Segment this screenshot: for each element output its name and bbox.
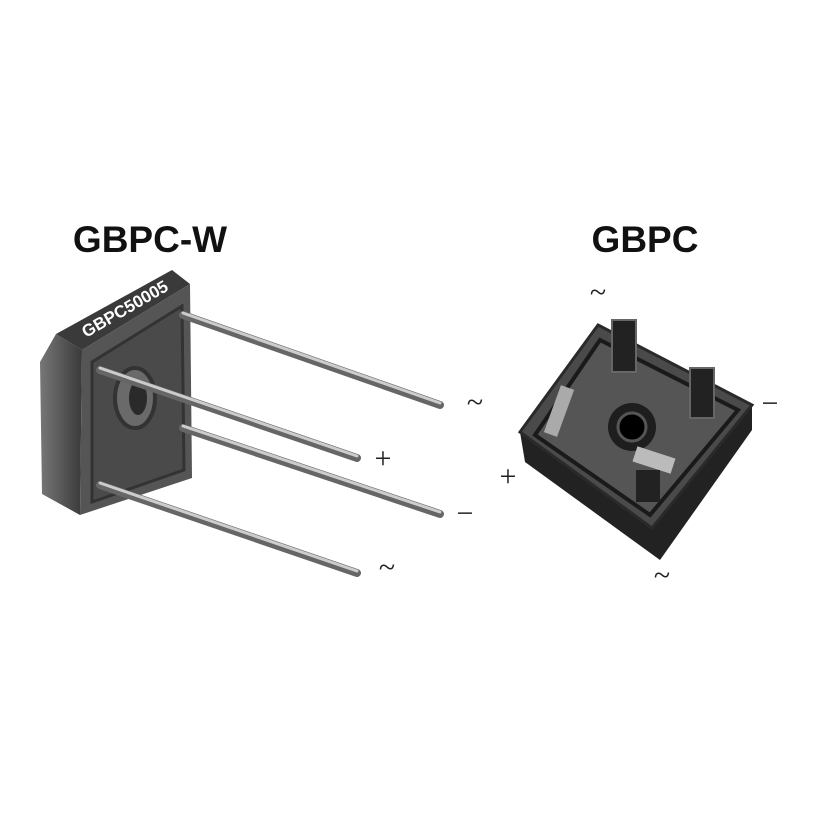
terminals <box>543 319 715 502</box>
pins <box>96 311 444 577</box>
body-side <box>40 334 82 515</box>
gbpc-title: GBPC <box>592 219 699 260</box>
pin-label-ac-2: ~ <box>379 551 395 584</box>
gbpc-w-component: GBPC-W GBPC50005 ~ + − ~ <box>40 219 483 584</box>
pin-label-ac-2: ~ <box>654 559 670 592</box>
pin-label-negative: − <box>457 497 474 530</box>
body-top <box>56 270 190 350</box>
gbpc-w-title: GBPC-W <box>73 219 227 260</box>
pin-label-positive: + <box>500 460 517 493</box>
pin-label-ac-1: ~ <box>590 276 606 309</box>
pin-label-negative: − <box>762 387 779 420</box>
body-side <box>520 405 752 560</box>
gbpc-component: GBPC ~ − + ~ <box>500 219 779 592</box>
pin-label-positive: + <box>375 442 392 475</box>
pin-label-ac-1: ~ <box>467 386 483 419</box>
